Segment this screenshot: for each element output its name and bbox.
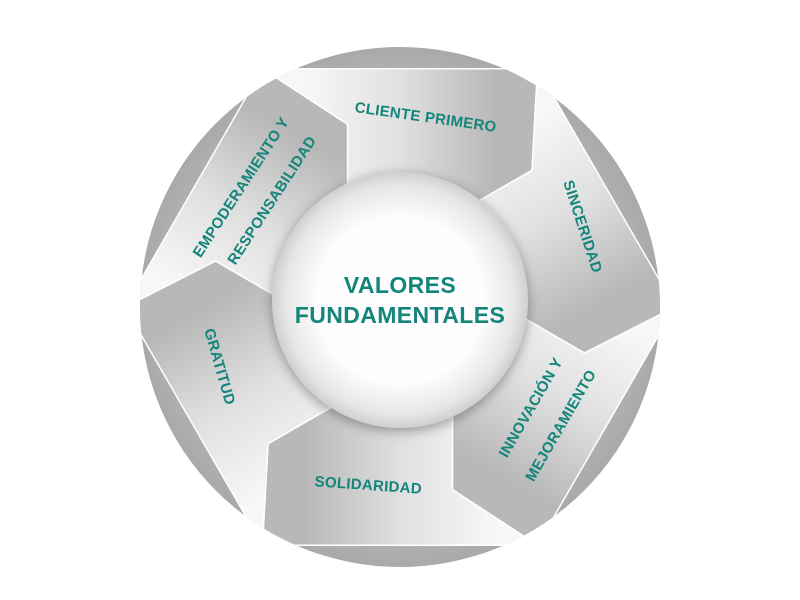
center-title-line1: VALORES [344,272,456,298]
center-circle [272,172,528,428]
center-title-line2: FUNDAMENTALES [295,302,505,328]
